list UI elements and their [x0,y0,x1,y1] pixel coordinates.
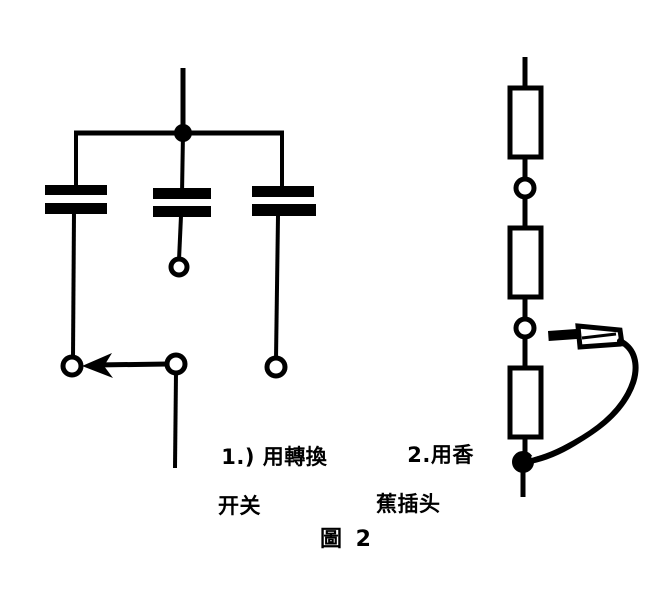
left-branch-wire-bottom [71,211,76,359]
right-circuit-group [507,57,639,497]
banana-plug-cable [527,338,639,464]
resistor-bottom [507,365,544,440]
annotation-plug-note: 2.用香 蕉插头 [376,418,474,567]
annotation-switch-note-line2: 开关 [218,494,261,519]
capacitor-middle-plate-upper [153,188,211,199]
left-circuit-group [45,68,316,469]
switch-arrow-head [82,353,113,378]
annotation-switch-note: 1.) 用轉換 开关 [190,420,327,569]
terminal-switch-pole[interactable] [60,354,84,378]
capacitor-left-plate-upper [45,185,107,195]
middle-branch-wire-top [180,132,185,195]
terminal-switch-throw[interactable] [164,352,188,376]
annotation-switch-note-line1: 1.) 用轉換 [221,444,328,469]
banana-plug-body-fill [581,332,617,340]
right-branch-wire-bottom [274,215,280,360]
figure-caption: 圖 2 [320,527,374,552]
terminal-middle-cap[interactable] [168,256,190,278]
terminal-right-cap[interactable] [264,355,288,379]
annotation-plug-note-line2: 蕉插头 [376,492,441,517]
banana-plug-pin [547,328,581,341]
banana-plug-assembly[interactable] [527,323,639,464]
node-upper[interactable] [513,176,537,200]
middle-branch-wire-bottom [177,215,183,261]
switch-bottom-lead [173,372,178,469]
resistor-middle [507,225,544,300]
capacitor-right-plate-upper [252,186,314,197]
banana-plug-cable-highlight [531,346,632,458]
capacitor-left-plate-lower [45,203,107,214]
resistor-top [507,85,544,160]
capacitor-middle-plate-lower [153,206,211,217]
node-middle[interactable] [513,316,537,340]
annotation-plug-note-line1: 2.用香 [407,442,474,467]
capacitor-right-plate-lower [252,204,316,216]
switch-arrow-shaft [95,361,169,368]
